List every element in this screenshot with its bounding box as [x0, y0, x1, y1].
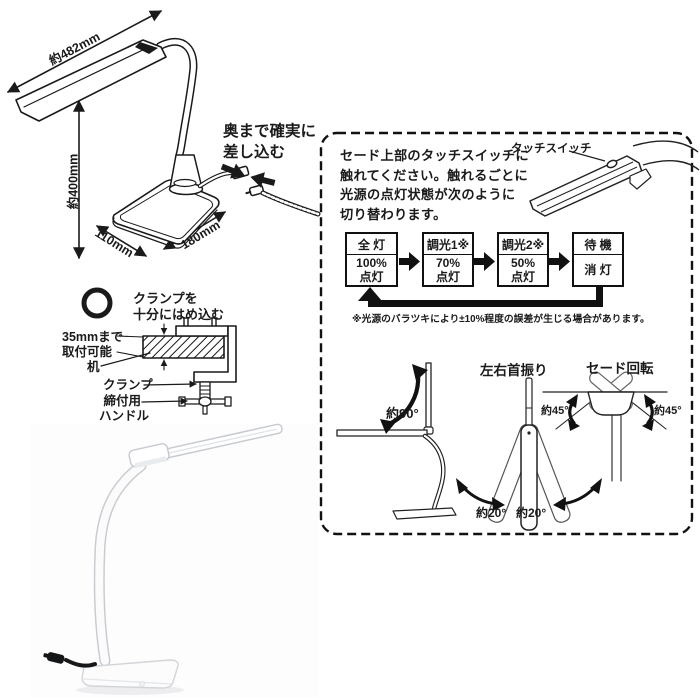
shade-head-drawing [529, 140, 700, 217]
swivel-left-label: 約20° [476, 506, 507, 520]
max-thickness-label: 35mmまで 取付可能 [62, 330, 123, 360]
clamp-fit-line1: クランプを [133, 291, 198, 306]
mode-state: 点灯 [359, 270, 384, 284]
dim-arrow-482 [6, 10, 163, 93]
return-arrowhead [358, 287, 382, 301]
mode-cycle-arrows [358, 252, 603, 307]
handle-label-line1: 締付用 [103, 394, 141, 408]
clamp-drawing [81, 287, 237, 415]
handle-label: 締付用 ハンドル [99, 394, 150, 424]
touch-instruction-line1: セード上部のタッチスイッチに [340, 148, 529, 163]
mode-title: 調光2※ [499, 234, 547, 255]
photo-shade [128, 423, 283, 468]
max-thickness-line2: 取付可能 [62, 345, 113, 359]
mode-value: 50% [510, 255, 536, 270]
touch-instruction-line3: 光源の点灯状態が次のように [340, 187, 516, 202]
mode-box-dim2: 調光2※ 50% 点灯 [497, 232, 549, 287]
mode-value: 70% [435, 255, 461, 270]
insert-arrow-right [220, 163, 246, 179]
touch-instruction-line4: 切り替わります。 [340, 206, 447, 222]
rotation-left-label: 約45° [541, 405, 569, 417]
plug-instruction-line2: 差し込む [223, 144, 286, 161]
desk-label: 机 [87, 360, 100, 374]
mode-box-standby: 待 機 消 灯 [572, 232, 624, 287]
mode-state: 点灯 [510, 270, 535, 284]
mode-box-full: 全 灯 100% 点灯 [345, 232, 398, 287]
shade [15, 39, 167, 122]
clamp-fit-note: クランプを 十分にはめ込む [133, 291, 224, 323]
lamp-dimension-drawing [6, 10, 321, 260]
mode-title: 調光1※ [424, 234, 472, 255]
rotation-right-label: 約45° [654, 405, 682, 417]
clamp-ring-icon [81, 287, 113, 319]
touch-instruction-line2: 触れてください。触れるごとに [340, 167, 529, 183]
touch-instruction: セード上部のタッチスイッチに 触れてください。触れるごとに 光源の点灯状態が次の… [340, 146, 529, 224]
dim-arrow-110 [95, 225, 148, 257]
rotation-title: セード回転 [586, 361, 654, 376]
power-plug-detail [197, 163, 321, 217]
desk-section [142, 335, 225, 359]
tilt-angle-label: 約90° [386, 406, 419, 421]
swivel-diagram [456, 377, 602, 531]
clamp-label: クランプ [103, 378, 153, 392]
touch-switch-icon [606, 159, 618, 169]
plug-instruction-line1: 奥まで確実に [223, 123, 317, 140]
mode-state: 点灯 [435, 270, 460, 284]
photo-base [81, 659, 179, 689]
insert-arrow-left [250, 172, 276, 188]
handle-label-line2: ハンドル [99, 409, 150, 423]
swivel-right-label: 約20° [516, 506, 547, 520]
mode-title: 待 機 [574, 234, 622, 255]
swivel-title: 左右首振り [480, 363, 548, 378]
photo-cord [64, 658, 97, 668]
plug-instruction: 奥まで確実に 差し込む [223, 121, 316, 163]
mode-value: 消 灯 [584, 262, 612, 277]
mode-title: 全 灯 [347, 234, 396, 255]
product-photo [30, 423, 318, 698]
clamp-fit-line2: 十分にはめ込む [133, 307, 225, 322]
touch-switch-label: タッチスイッチ [511, 143, 592, 155]
tilt-diagram [336, 362, 457, 520]
mode-value: 100% [356, 255, 387, 270]
touch-switch-callout-border [319, 131, 694, 536]
variance-note: ※光源のバラツキにより±10%程度の誤差が生じる場合があります。 [352, 314, 650, 325]
dim-label-height: 約400mm [66, 153, 81, 210]
max-thickness-line1: 35mmまで [62, 330, 124, 344]
mode-box-dim1: 調光1※ 70% 点灯 [422, 232, 474, 287]
rotation-diagram [542, 371, 668, 482]
